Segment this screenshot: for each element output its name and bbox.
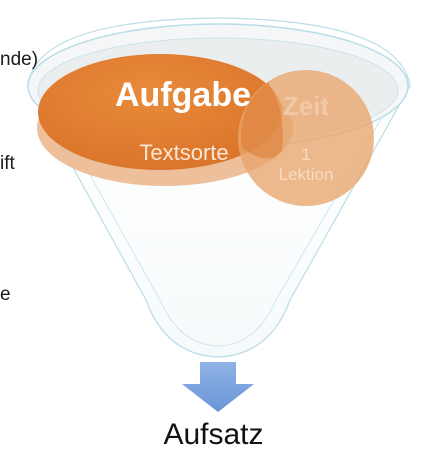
time-circle-value: 1 [301, 145, 310, 164]
output-label: Aufsatz [163, 418, 264, 451]
time-circle-title: Zeit [283, 91, 330, 121]
time-circle-overlap [240, 82, 283, 159]
main-circle [38, 54, 282, 170]
main-circle-subtitle: Textsorte [139, 140, 228, 165]
side-label-middle: ift [0, 153, 15, 174]
main-circle-title: Aufgabe [115, 76, 251, 114]
arrow-down-icon [182, 362, 254, 412]
side-label-lower: e [0, 284, 11, 305]
funnel-inner-line [47, 99, 393, 347]
time-circle-unit: Lektion [279, 165, 334, 184]
side-label-top: nde) [0, 49, 39, 70]
